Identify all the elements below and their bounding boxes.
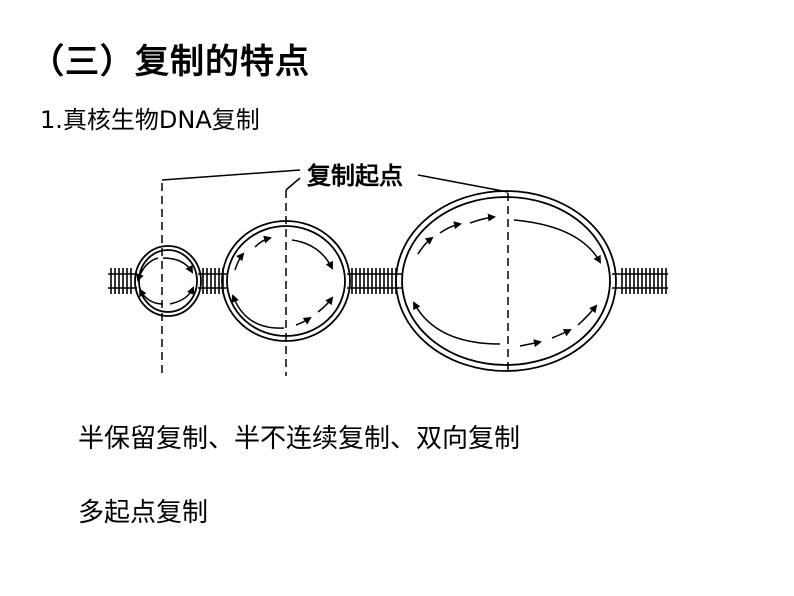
origin-dashed-lines — [161, 183, 509, 376]
dna-ladder-right — [612, 268, 668, 294]
note-replication-features: 半保留复制、半不连续复制、双向复制 — [78, 424, 521, 454]
dna-ladder-mid2 — [347, 268, 402, 294]
origin-label: 复制起点 — [307, 162, 403, 190]
replication-bubble-large — [395, 190, 617, 372]
slide-title: （三）复制的特点 — [30, 42, 310, 82]
slide-subtitle: 1.真核生物DNA复制 — [40, 106, 260, 134]
label-leader-lines — [161, 169, 509, 193]
dna-ladder-left — [108, 268, 137, 294]
replication-bubble-small — [134, 245, 202, 317]
note-multi-origin: 多起点复制 — [78, 498, 209, 528]
